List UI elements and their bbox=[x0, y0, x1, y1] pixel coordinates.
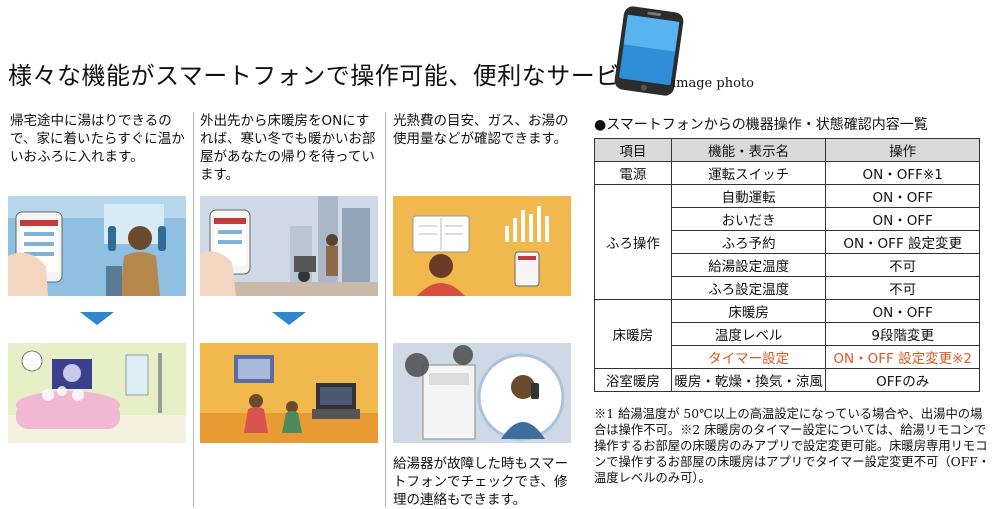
table-row: 床暖房 床暖房 ON・OFF bbox=[594, 299, 980, 369]
operation-cell-highlight: ON・OFF 設定変更※2 bbox=[825, 345, 980, 369]
category-cell: 電源 bbox=[594, 161, 672, 185]
header-operation: 操作 bbox=[825, 138, 980, 162]
table-row: ふろ操作 自動運転 ON・OFF bbox=[594, 184, 980, 300]
table-row: 浴室暖房 暖房・乾燥・換気・涼風 OFFのみ bbox=[594, 368, 980, 392]
operation-cell: ON・OFF※1 bbox=[825, 161, 980, 185]
function-cell-highlight: タイマー設定 bbox=[670, 345, 827, 369]
down-arrow-icon-2 bbox=[272, 312, 306, 325]
feature-text-usage: 光熱費の目安、ガス、お湯の使用量などが確認できます。 bbox=[393, 113, 569, 147]
table-row: 温度レベル 9段階変更 bbox=[595, 322, 980, 346]
feature-text-bath: 帰宅途中に湯はりできるので、家に着いたらすぐに温かいおふろに入れます。 bbox=[10, 113, 185, 165]
function-cell: 自動運転 bbox=[670, 184, 827, 208]
function-cell: 給湯設定温度 bbox=[670, 253, 827, 277]
illustration-usage-graph bbox=[393, 196, 571, 296]
header-item: 項目 bbox=[594, 138, 672, 162]
operation-cell: 9段階変更 bbox=[825, 322, 980, 346]
illustration-living-room bbox=[200, 343, 378, 443]
operation-cell: ON・OFF bbox=[825, 184, 980, 208]
operation-cell: ON・OFF bbox=[825, 299, 980, 323]
down-arrow-icon bbox=[80, 312, 114, 325]
function-cell: ふろ予約 bbox=[670, 230, 827, 254]
function-cell: ふろ設定温度 bbox=[670, 276, 827, 300]
illustration-bathroom bbox=[8, 343, 186, 443]
column-divider-2 bbox=[385, 112, 386, 507]
illustration-train-phone bbox=[8, 196, 186, 296]
smartphone-icon bbox=[614, 6, 684, 96]
table-row: 給湯設定温度 不可 bbox=[595, 253, 980, 277]
page-title: 様々な機能がスマートフォンで操作可能、便利なサービス。 bbox=[8, 62, 669, 90]
category-cell: ふろ操作 bbox=[594, 184, 672, 300]
feature-text-repair: 給湯器が故障した時もスマートフォンでチェックでき、修理の連絡もできます。 bbox=[393, 456, 569, 508]
illustration-repair-call bbox=[393, 343, 571, 443]
table-row: おいだき ON・OFF bbox=[595, 207, 980, 231]
function-cell: 床暖房 bbox=[670, 299, 827, 323]
table-row: ふろ設定温度 不可 bbox=[595, 276, 980, 300]
function-cell: 暖房・乾燥・換気・涼風 bbox=[670, 368, 827, 392]
category-cell: 床暖房 bbox=[594, 299, 672, 369]
table-header-row: 項目 機能・表示名 操作 bbox=[594, 138, 980, 162]
function-cell: 運転スイッチ bbox=[670, 161, 827, 185]
table-row: 電源 運転スイッチ ON・OFF※1 bbox=[594, 161, 980, 185]
column-divider bbox=[193, 112, 194, 507]
image-note: image photo bbox=[672, 76, 754, 91]
operation-cell: 不可 bbox=[825, 253, 980, 277]
function-cell: おいだき bbox=[670, 207, 827, 231]
function-table: 項目 機能・表示名 操作 電源 運転スイッチ ON・OFF※1 ふろ操作 自動運… bbox=[594, 138, 980, 392]
illustration-city-phone bbox=[200, 196, 378, 296]
function-cell: 温度レベル bbox=[670, 322, 827, 346]
category-cell: 浴室暖房 bbox=[594, 368, 672, 392]
footnotes: ※1 給湯温度が 50℃以上の高温設定になっている場合や、出湯中の場合は操作不可… bbox=[594, 407, 991, 485]
table-title: ●スマートフォンからの機器操作・状態確認内容一覧 bbox=[594, 117, 928, 133]
operation-cell: ON・OFF bbox=[825, 207, 980, 231]
header-function: 機能・表示名 bbox=[670, 138, 827, 162]
operation-cell: OFFのみ bbox=[825, 368, 980, 392]
operation-cell: ON・OFF 設定変更 bbox=[825, 230, 980, 254]
operation-cell: 不可 bbox=[825, 276, 980, 300]
feature-text-floor-heating: 外出先から床暖房をONにすれば、寒い冬でも暖かいお部屋があなたの帰りを待っていま… bbox=[200, 113, 376, 183]
